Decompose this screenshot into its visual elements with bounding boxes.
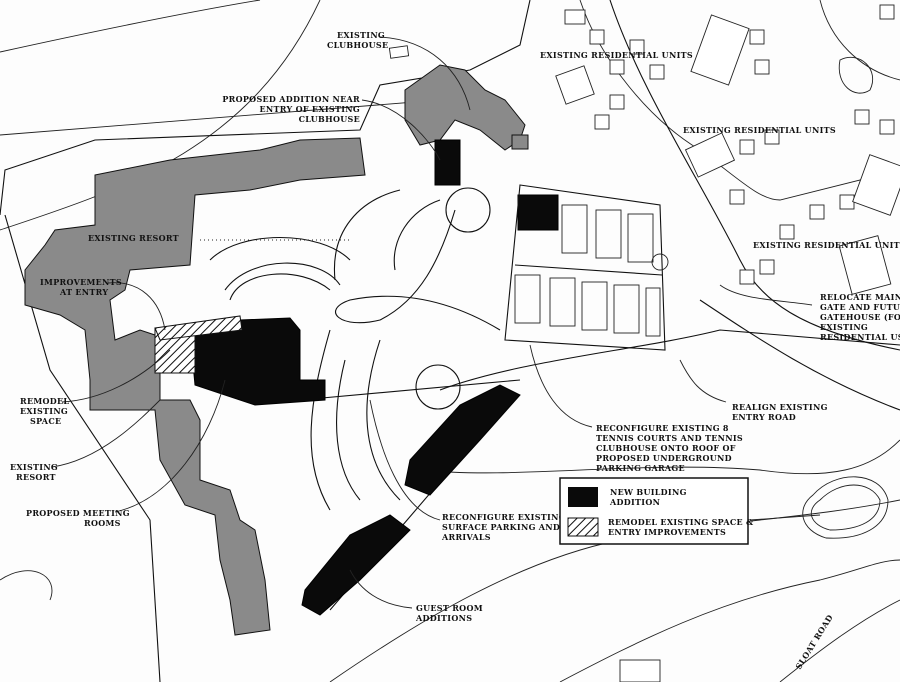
label-relocate-gate-3: GATEHOUSE (FOR bbox=[820, 312, 900, 322]
label-reconfigure-parking-1: RECONFIGURE EXISTING bbox=[442, 512, 566, 522]
legend: NEW BUILDING ADDITION REMODEL EXISTING S… bbox=[559, 477, 754, 545]
label-meeting-rooms-1: PROPOSED MEETING bbox=[26, 508, 130, 518]
annotation-labels: EXISTING CLUBHOUSE PROPOSED ADDITION NEA… bbox=[10, 30, 900, 671]
label-realign-road-2: ENTRY ROAD bbox=[732, 412, 796, 422]
label-proposed-addition-2: ENTRY OF EXISTING bbox=[260, 104, 360, 114]
label-reconfigure-tennis-3: CLUBHOUSE ONTO ROOF OF bbox=[596, 443, 736, 453]
label-relocate-gate-4: EXISTING bbox=[820, 322, 868, 332]
label-guest-rooms-1: GUEST ROOM bbox=[416, 603, 483, 613]
label-existing-clubhouse-2: CLUBHOUSE bbox=[327, 40, 388, 50]
label-proposed-addition-3: CLUBHOUSE bbox=[299, 114, 360, 124]
label-relocate-gate-5: RESIDENTIAL USES) bbox=[820, 332, 900, 342]
label-remodel-space-2: EXISTING bbox=[20, 406, 68, 416]
label-improvements-entry-1: IMPROVEMENTS bbox=[40, 277, 122, 287]
label-residential-1: EXISTING RESIDENTIAL UNITS bbox=[540, 50, 693, 60]
label-existing-resort-left-1: EXISTING bbox=[10, 462, 58, 472]
label-relocate-gate-2: GATE AND FUTURE bbox=[820, 302, 900, 312]
leader-lines bbox=[51, 36, 821, 609]
label-remodel-space-3: SPACE bbox=[30, 416, 61, 426]
label-existing-resort-top: EXISTING RESORT bbox=[88, 233, 179, 243]
label-improvements-entry-2: AT ENTRY bbox=[59, 287, 108, 297]
label-residential-3: EXISTING RESIDENTIAL UNITS bbox=[753, 240, 900, 250]
label-relocate-gate-1: RELOCATE MAIN bbox=[820, 292, 900, 302]
label-existing-resort-left-2: RESORT bbox=[16, 472, 56, 482]
legend-remodel-1: REMODEL EXISTING SPACE & bbox=[608, 517, 754, 527]
label-remodel-space-1: REMODEL bbox=[20, 396, 69, 406]
residential-units bbox=[388, 4, 900, 682]
legend-remodel-2: ENTRY IMPROVEMENTS bbox=[608, 527, 726, 537]
legend-new-building-1: NEW BUILDING bbox=[610, 487, 687, 497]
existing-resort-building bbox=[24, 64, 529, 636]
remodel-areas bbox=[154, 315, 243, 374]
legend-new-building-2: ADDITION bbox=[609, 497, 660, 507]
label-reconfigure-tennis-2: TENNIS COURTS AND TENNIS bbox=[596, 433, 743, 443]
tennis-courts bbox=[504, 184, 669, 351]
label-reconfigure-tennis-1: RECONFIGURE EXISTING 8 bbox=[596, 423, 729, 433]
legend-new-building-swatch bbox=[568, 487, 598, 507]
label-realign-road-1: REALIGN EXISTING bbox=[732, 402, 828, 412]
svg-text:CLUBHOUSE: CLUBHOUSE bbox=[327, 40, 388, 50]
label-reconfigure-parking-2: SURFACE PARKING AND bbox=[442, 522, 560, 532]
label-reconfigure-parking-3: ARRIVALS bbox=[441, 532, 491, 542]
label-residential-2: EXISTING RESIDENTIAL UNITS bbox=[683, 125, 836, 135]
legend-remodel-swatch bbox=[567, 517, 599, 537]
label-sloat-road: SLOAT ROAD bbox=[793, 613, 835, 671]
label-existing-clubhouse: EXISTING bbox=[337, 30, 385, 40]
label-meeting-rooms-2: ROOMS bbox=[84, 518, 121, 528]
label-guest-rooms-2: ADDITIONS bbox=[415, 613, 472, 623]
label-proposed-addition-1: PROPOSED ADDITION NEAR bbox=[222, 94, 360, 104]
label-reconfigure-tennis-5: PARKING GARAGE bbox=[596, 463, 685, 473]
label-reconfigure-tennis-4: PROPOSED UNDERGROUND bbox=[596, 453, 732, 463]
parking-and-drives bbox=[200, 187, 501, 511]
